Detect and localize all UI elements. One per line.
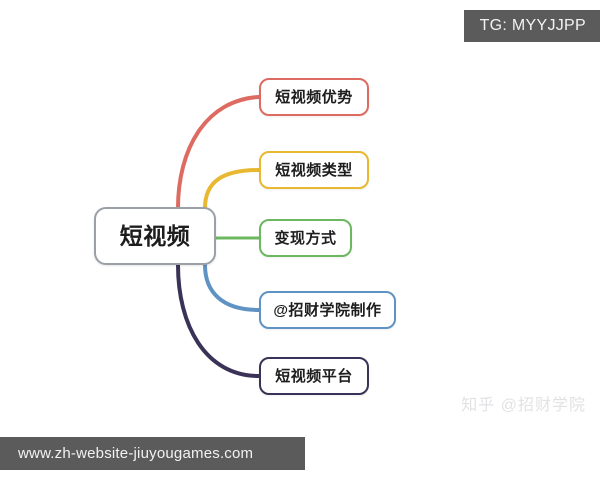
connector-branch-3: [203, 263, 261, 312]
branch-node-short-video-advantages[interactable]: 短视频优势: [259, 78, 369, 116]
branch-node-short-video-types[interactable]: 短视频类型: [259, 151, 369, 189]
connector-branch-4: [176, 263, 261, 378]
branch-node-monetization-methods[interactable]: 变现方式: [259, 219, 352, 257]
branch-node-label: @招财学院制作: [273, 301, 382, 319]
connector-branch-0: [176, 95, 261, 210]
branch-node-label: 变现方式: [274, 229, 337, 247]
center-node[interactable]: 短视频: [94, 207, 216, 265]
website-watermark-text: www.zh-website-jiuyougames.com: [18, 445, 254, 462]
website-watermark: www.zh-website-jiuyougames.com: [0, 437, 305, 470]
branch-node-short-video-platforms[interactable]: 短视频平台: [259, 357, 369, 395]
center-node-label: 短视频: [119, 222, 191, 249]
branch-node-label: 短视频平台: [275, 367, 353, 385]
telegram-watermark: TG: MYYJJPP: [463, 10, 600, 42]
branch-node-label: 短视频优势: [275, 88, 353, 106]
zhihu-watermark: 知乎 @招财学院: [461, 391, 586, 415]
telegram-watermark-text: TG: MYYJJPP: [479, 17, 586, 34]
connector-branch-1: [203, 168, 261, 210]
branch-node-label: 短视频类型: [275, 161, 353, 179]
zhihu-watermark-text: 知乎 @招财学院: [461, 397, 586, 414]
branch-node-credit-attribution[interactable]: @招财学院制作: [259, 291, 396, 329]
